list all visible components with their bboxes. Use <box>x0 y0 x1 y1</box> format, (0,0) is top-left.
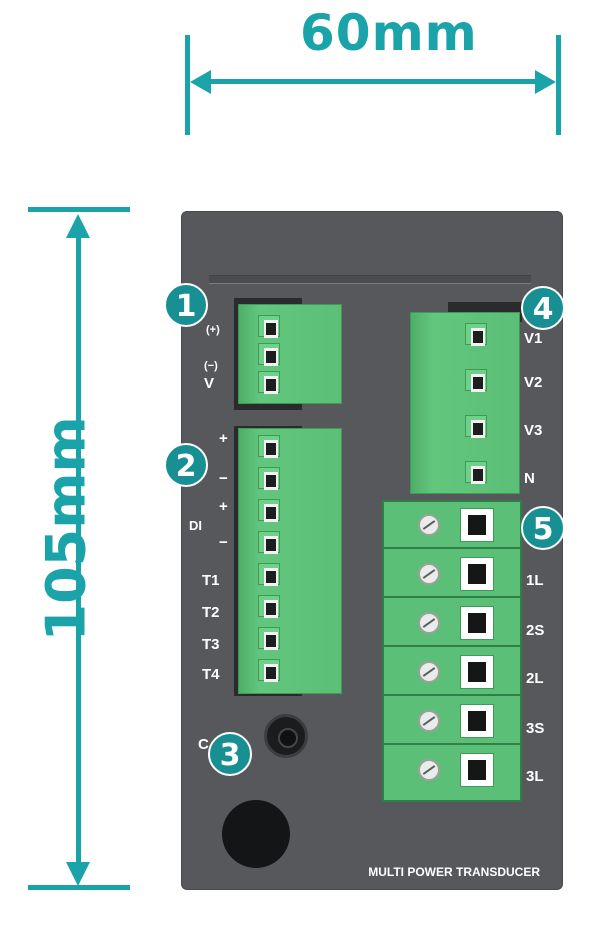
block5-label-2s: 2S <box>526 622 545 639</box>
block1-label-minus: (−) <box>204 360 218 372</box>
terminal-pin <box>258 499 280 522</box>
width-arrow-line <box>200 79 546 84</box>
arrow-down-icon <box>66 862 90 886</box>
badge-2: 2 <box>164 443 208 487</box>
terminal-pin <box>258 595 280 618</box>
terminal-pin <box>258 563 280 586</box>
block2-label-t1: T1 <box>202 572 220 589</box>
block4-label-v3: V3 <box>524 422 543 439</box>
terminal-pin <box>258 531 280 554</box>
screw-icon[interactable] <box>418 661 440 683</box>
terminal-block-2 <box>238 428 342 694</box>
width-dimension-label: 60mm <box>300 4 478 62</box>
screw-icon[interactable] <box>418 759 440 781</box>
height-arrow-heads <box>66 214 90 886</box>
terminal-block-5 <box>382 500 522 802</box>
terminal-pin <box>258 467 280 490</box>
wire-slot <box>460 557 494 591</box>
screw-icon[interactable] <box>418 563 440 585</box>
screw-icon[interactable] <box>418 612 440 634</box>
block1-label-v: V <box>204 375 215 392</box>
arrow-up-icon <box>66 214 90 238</box>
device-model-label: MULTI POWER TRANSDUCER <box>368 865 540 879</box>
block2-label-t2: T2 <box>202 604 220 621</box>
block2-label-di: DI <box>189 518 202 533</box>
badge-4: 4 <box>521 286 565 330</box>
vent-slot <box>209 275 531 284</box>
block2-label-plus-1: + <box>219 430 228 447</box>
wire-slot <box>460 606 494 640</box>
terminal-cell <box>384 698 520 745</box>
screw-icon[interactable] <box>418 710 440 732</box>
block1-label-plus: (+) <box>206 324 220 336</box>
width-arrow-heads <box>190 70 556 94</box>
wire-slot <box>460 704 494 738</box>
terminal-pin <box>258 435 280 458</box>
terminal-pin <box>258 659 280 682</box>
height-top-tick <box>28 207 130 212</box>
terminal-pin <box>258 627 280 650</box>
terminal-block-1 <box>238 304 342 404</box>
terminal-block-4 <box>410 312 520 494</box>
width-right-tick <box>556 35 561 135</box>
badge-5: 5 <box>521 506 565 550</box>
screw-icon[interactable] <box>418 514 440 536</box>
terminal-pin <box>465 369 487 392</box>
arrow-right-icon <box>535 70 556 94</box>
terminal-cell <box>384 747 520 794</box>
block4-label-v2: V2 <box>524 374 543 391</box>
wire-slot <box>460 753 494 787</box>
terminal-cell <box>384 600 520 647</box>
terminal-pin <box>258 371 280 394</box>
transducer-device: (+) (−) V + − + DI − T1 T2 T3 T4 C V1 V2… <box>181 211 563 890</box>
block2-label-minus-1: − <box>219 470 228 487</box>
block2-label-plus-2: + <box>219 498 228 515</box>
badge-3: 3 <box>208 732 252 776</box>
block2-label-minus-2: − <box>219 534 228 551</box>
terminal-cell <box>384 649 520 696</box>
wire-slot <box>460 508 494 542</box>
terminal-pin <box>465 323 487 346</box>
side-label-c: C <box>198 736 209 753</box>
adjust-knob[interactable] <box>264 714 308 758</box>
terminal-pin <box>465 461 487 484</box>
height-dimension-label: 105mm <box>34 416 98 642</box>
block5-label-2l: 2L <box>526 670 544 687</box>
height-bottom-tick <box>28 885 130 890</box>
badge-1: 1 <box>164 283 208 327</box>
terminal-pin <box>465 415 487 438</box>
block5-label-1l: 1L <box>526 572 544 589</box>
block4-label-n: N <box>524 470 535 487</box>
height-arrow-line <box>76 226 81 872</box>
terminal-cell <box>384 551 520 598</box>
arrow-left-icon <box>190 70 211 94</box>
block2-label-t4: T4 <box>202 666 220 683</box>
block2-label-t3: T3 <box>202 636 220 653</box>
block5-label-3l: 3L <box>526 768 544 785</box>
block4-label-v1: V1 <box>524 330 543 347</box>
terminal-pin <box>258 343 280 366</box>
terminal-cell <box>384 502 520 549</box>
wire-slot <box>460 655 494 689</box>
mounting-hole <box>222 800 290 868</box>
terminal-pin <box>258 315 280 338</box>
block5-label-3s: 3S <box>526 720 545 737</box>
width-left-tick <box>185 35 190 135</box>
